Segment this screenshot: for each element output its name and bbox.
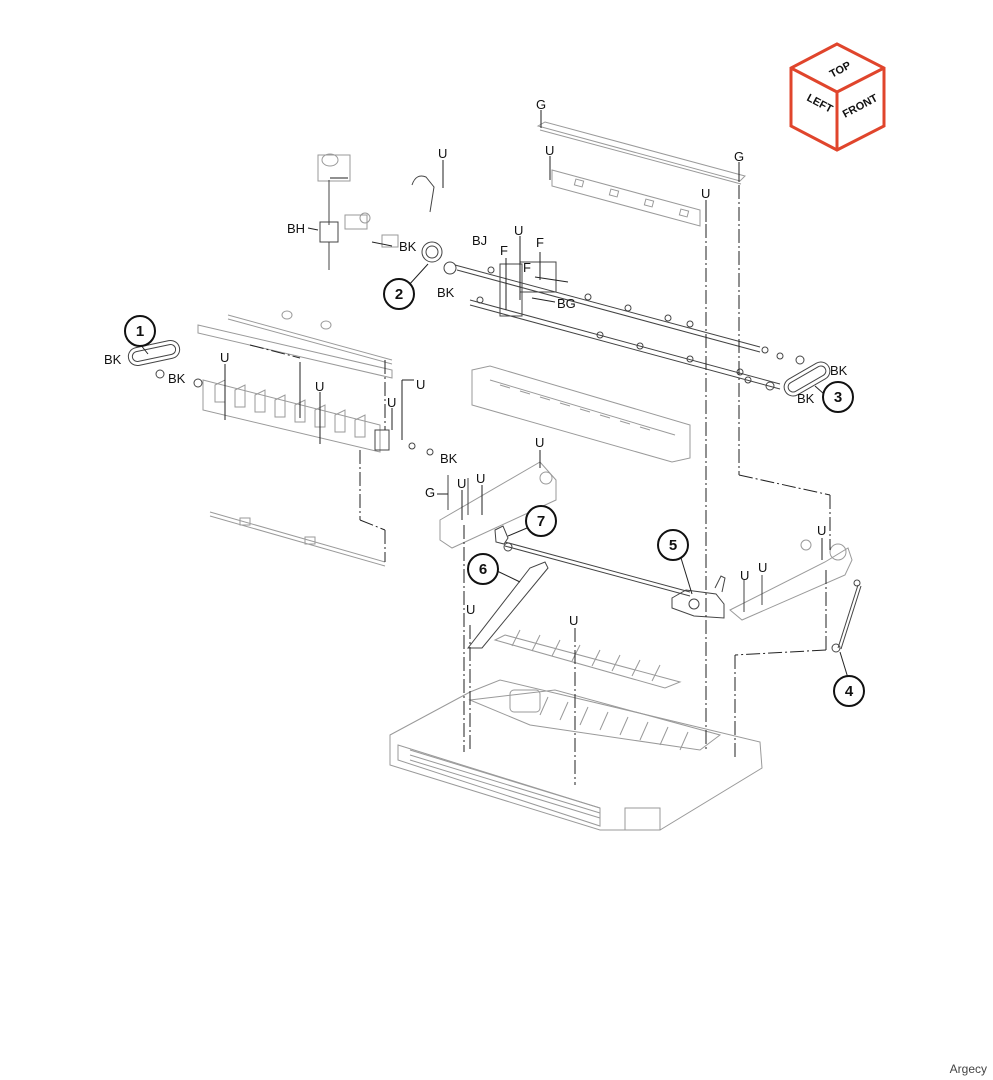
svg-text:5: 5	[669, 537, 677, 554]
label-g: G	[734, 149, 744, 164]
label-u: U	[569, 613, 578, 628]
label-u: U	[514, 223, 523, 238]
label-bh: BH	[287, 221, 305, 236]
drive-gear-assembly	[307, 153, 457, 275]
leader-lines	[139, 110, 849, 785]
svg-text:6: 6	[479, 561, 487, 578]
label-u: U	[740, 568, 749, 583]
callout-2: 2	[383, 278, 415, 310]
middle-guide-tray	[471, 365, 691, 463]
duplex-sensor-assembly	[671, 575, 726, 619]
label-g: G	[536, 97, 546, 112]
label-u: U	[535, 435, 544, 450]
left-side-frame	[439, 461, 691, 597]
label-bk: BK	[168, 371, 186, 386]
svg-text:2: 2	[395, 286, 403, 303]
credit-text: Argecy	[949, 1062, 987, 1076]
fastener-labels: G G G U U U U U U U U U U U U U U U U BH…	[104, 97, 848, 628]
svg-text:4: 4	[845, 683, 854, 700]
callout-6: 6	[467, 553, 499, 585]
callout-4: 4	[833, 675, 865, 707]
label-u: U	[758, 560, 767, 575]
label-bk: BK	[830, 363, 848, 378]
label-u: U	[416, 377, 425, 392]
label-f: F	[536, 235, 544, 250]
label-u: U	[476, 471, 485, 486]
duplex-tray-base	[389, 679, 763, 831]
label-g: G	[425, 485, 435, 500]
svg-text:3: 3	[834, 389, 842, 406]
callout-3: 3	[822, 381, 854, 413]
linkage-rod	[831, 579, 862, 653]
orientation-cube: TOP LEFT FRONT	[789, 42, 886, 152]
label-u: U	[466, 602, 475, 617]
right-side-frame	[729, 539, 853, 621]
belt-left	[127, 339, 181, 379]
belt-right	[783, 361, 831, 397]
label-bk: BK	[104, 352, 122, 367]
label-bk: BK	[440, 451, 458, 466]
label-u: U	[315, 379, 324, 394]
upper-guide-bar	[536, 121, 746, 227]
exit-guide	[493, 629, 682, 689]
callout-5: 5	[657, 529, 689, 561]
svg-text:7: 7	[537, 513, 545, 530]
label-u: U	[545, 143, 554, 158]
label-bg: BG	[557, 296, 576, 311]
callout-7: 7	[525, 505, 557, 537]
label-u: U	[220, 350, 229, 365]
label-bk: BK	[797, 391, 815, 406]
label-u: U	[701, 186, 710, 201]
center-bracket	[476, 240, 569, 317]
svg-text:1: 1	[136, 323, 144, 340]
label-bk: BK	[437, 285, 455, 300]
left-paper-guide	[193, 310, 434, 456]
callout-1: 1	[124, 315, 156, 347]
label-u: U	[817, 523, 826, 538]
label-f: F	[500, 243, 508, 258]
label-u: U	[438, 146, 447, 161]
label-bj: BJ	[472, 233, 487, 248]
label-u: U	[387, 395, 396, 410]
lower-roller	[209, 511, 386, 567]
label-u: U	[457, 476, 466, 491]
sensor-flag	[494, 525, 513, 552]
label-bk: BK	[399, 239, 417, 254]
label-f: F	[523, 260, 531, 275]
